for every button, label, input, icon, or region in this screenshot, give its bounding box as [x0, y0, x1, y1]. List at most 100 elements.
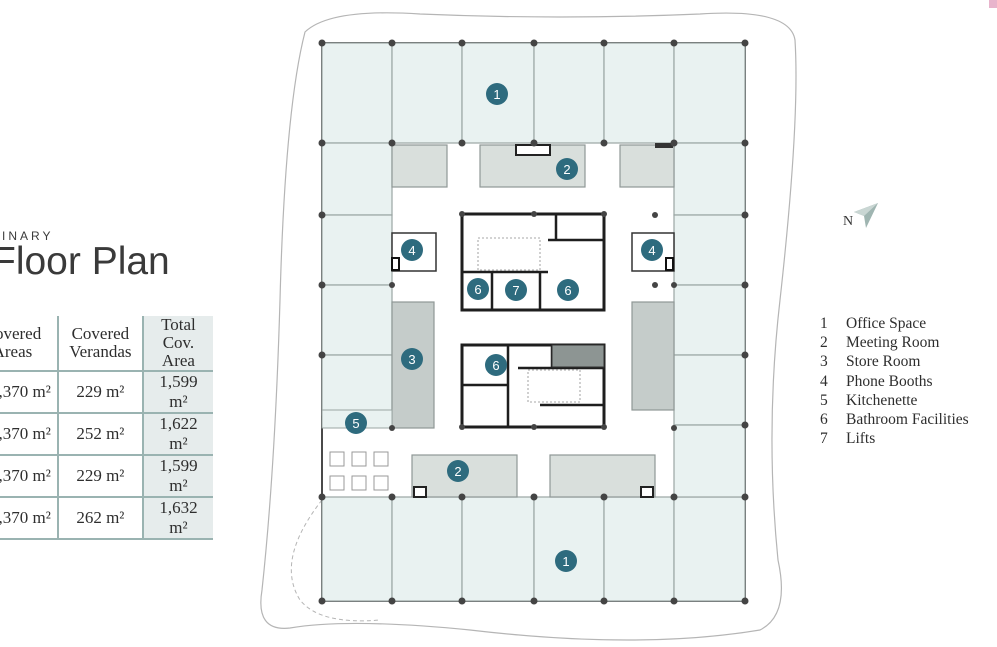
office-cell: [321, 42, 393, 144]
office-cell: [603, 42, 675, 144]
legend-label: Meeting Room: [846, 334, 940, 352]
cell-covered: ,370 m²: [0, 455, 59, 498]
marker-bath-left: [467, 278, 489, 300]
riser: [655, 143, 673, 148]
kitchenette-tables: [329, 451, 389, 491]
marker-label: 4: [408, 243, 415, 258]
cell-verandas: 262 m²: [57, 497, 144, 540]
table-row: ,370 m² 229 m² 1,599 m²: [0, 455, 213, 498]
marker-label: 4: [648, 243, 655, 258]
marker-store: [401, 348, 423, 370]
office-cell: [321, 214, 393, 286]
marker-office-bottom: [555, 550, 577, 572]
marker-label: 1: [562, 554, 569, 569]
cell-covered: ,370 m²: [0, 497, 59, 540]
office-column-right: [673, 142, 746, 498]
legend-item: 1 Office Space: [820, 314, 969, 333]
office-cell: [603, 496, 675, 602]
col-header-line: Covered: [71, 324, 130, 343]
legend-number: 3: [820, 353, 828, 371]
room-block: [549, 454, 656, 498]
cell-total: 1,599 m²: [142, 371, 213, 414]
legend-number: 1: [820, 315, 828, 332]
riser: [413, 486, 427, 498]
office-cell: [673, 214, 746, 286]
office-cell: [673, 496, 746, 602]
legend-label: Store Room: [846, 353, 921, 371]
office-cell: [391, 496, 463, 602]
site-boundary: [260, 12, 797, 641]
marker-label: 7: [512, 283, 519, 298]
stair-flights: [477, 237, 581, 403]
marker-label: 5: [352, 416, 359, 431]
legend-number: 5: [820, 391, 828, 409]
marker-lifts: [505, 279, 527, 301]
store-room-right: [631, 301, 675, 411]
office-cell: [673, 42, 746, 144]
cell-verandas: 252 m²: [57, 413, 144, 456]
room-block: [391, 144, 448, 188]
room-markers: 1 2 4 4 6 7 6 3 6 5 2 1: [345, 83, 663, 572]
table-row: ,370 m² 252 m² 1,622 m²: [0, 413, 213, 456]
col-header-line: Cov. Area: [161, 333, 195, 370]
office-cell: [673, 284, 746, 356]
verandah-dashed-line: [290, 499, 381, 622]
marker-label: 6: [492, 358, 499, 373]
legend-number: 6: [820, 411, 828, 429]
marker-label: 2: [454, 464, 461, 479]
col-header-line: Total: [161, 315, 196, 334]
structural-columns: [318, 39, 749, 605]
office-row-bottom: [321, 496, 746, 602]
legend-label: Office Space: [846, 315, 927, 332]
booth-riser: [665, 257, 674, 271]
col-header-line: Covered: [0, 324, 42, 343]
marker-booth-left: [401, 239, 423, 261]
legend-item: 6 Bathroom Facilities: [820, 410, 969, 429]
north-arrow-icon: [854, 203, 878, 228]
riser: [640, 486, 654, 498]
room-block: [619, 144, 675, 188]
legend-item: 5 Kitchenette: [820, 391, 969, 410]
office-cell: [321, 496, 393, 602]
legend-number: 4: [820, 372, 828, 390]
col-header-line: Verandas: [69, 342, 132, 361]
cell-total: 1,632 m²: [142, 497, 213, 540]
legend-number: 7: [820, 430, 828, 448]
floor-plan: 1 2 4 4 6 7 6 3 6 5 2 1: [245, 0, 815, 642]
legend-label: Kitchenette: [846, 391, 918, 409]
office-cell: [533, 496, 605, 602]
legend-item: 4 Phone Booths: [820, 372, 969, 391]
page-title: Floor Plan: [0, 240, 170, 283]
info-panel: INARY Floor Plan CoveredAreas CoveredVer…: [0, 0, 245, 642]
core-partitions: [462, 214, 604, 427]
table-row: ,370 m² 229 m² 1,599 m²: [0, 371, 213, 414]
office-cell: [321, 142, 393, 216]
lift-shaft: [551, 344, 605, 368]
cell-verandas: 229 m²: [57, 371, 144, 414]
legend-label: Phone Booths: [846, 372, 933, 390]
col-header-line: Areas: [0, 342, 33, 361]
legend-number: 2: [820, 334, 828, 352]
legend-item: 2 Meeting Room: [820, 333, 969, 352]
marker-office-top: [486, 83, 508, 105]
marker-bath-lower: [485, 354, 507, 376]
legend-label: Bathroom Facilities: [846, 411, 969, 429]
marker-meeting-top: [556, 158, 578, 180]
compass-letter: N: [843, 214, 854, 229]
cell-covered: ,370 m²: [0, 413, 59, 456]
cell-total: 1,622 m²: [142, 413, 213, 456]
marker-kitchenette: [345, 412, 367, 434]
office-cell: [321, 284, 393, 356]
booth-riser: [391, 257, 400, 271]
marker-label: 2: [563, 162, 570, 177]
office-cell: [461, 496, 535, 602]
office-cell: [673, 142, 746, 216]
marker-label: 6: [564, 283, 571, 298]
marker-label: 6: [474, 282, 481, 297]
office-cell: [673, 354, 746, 426]
floor-plan-drawing: 1 2 4 4 6 7 6 3 6 5 2 1: [260, 12, 797, 641]
